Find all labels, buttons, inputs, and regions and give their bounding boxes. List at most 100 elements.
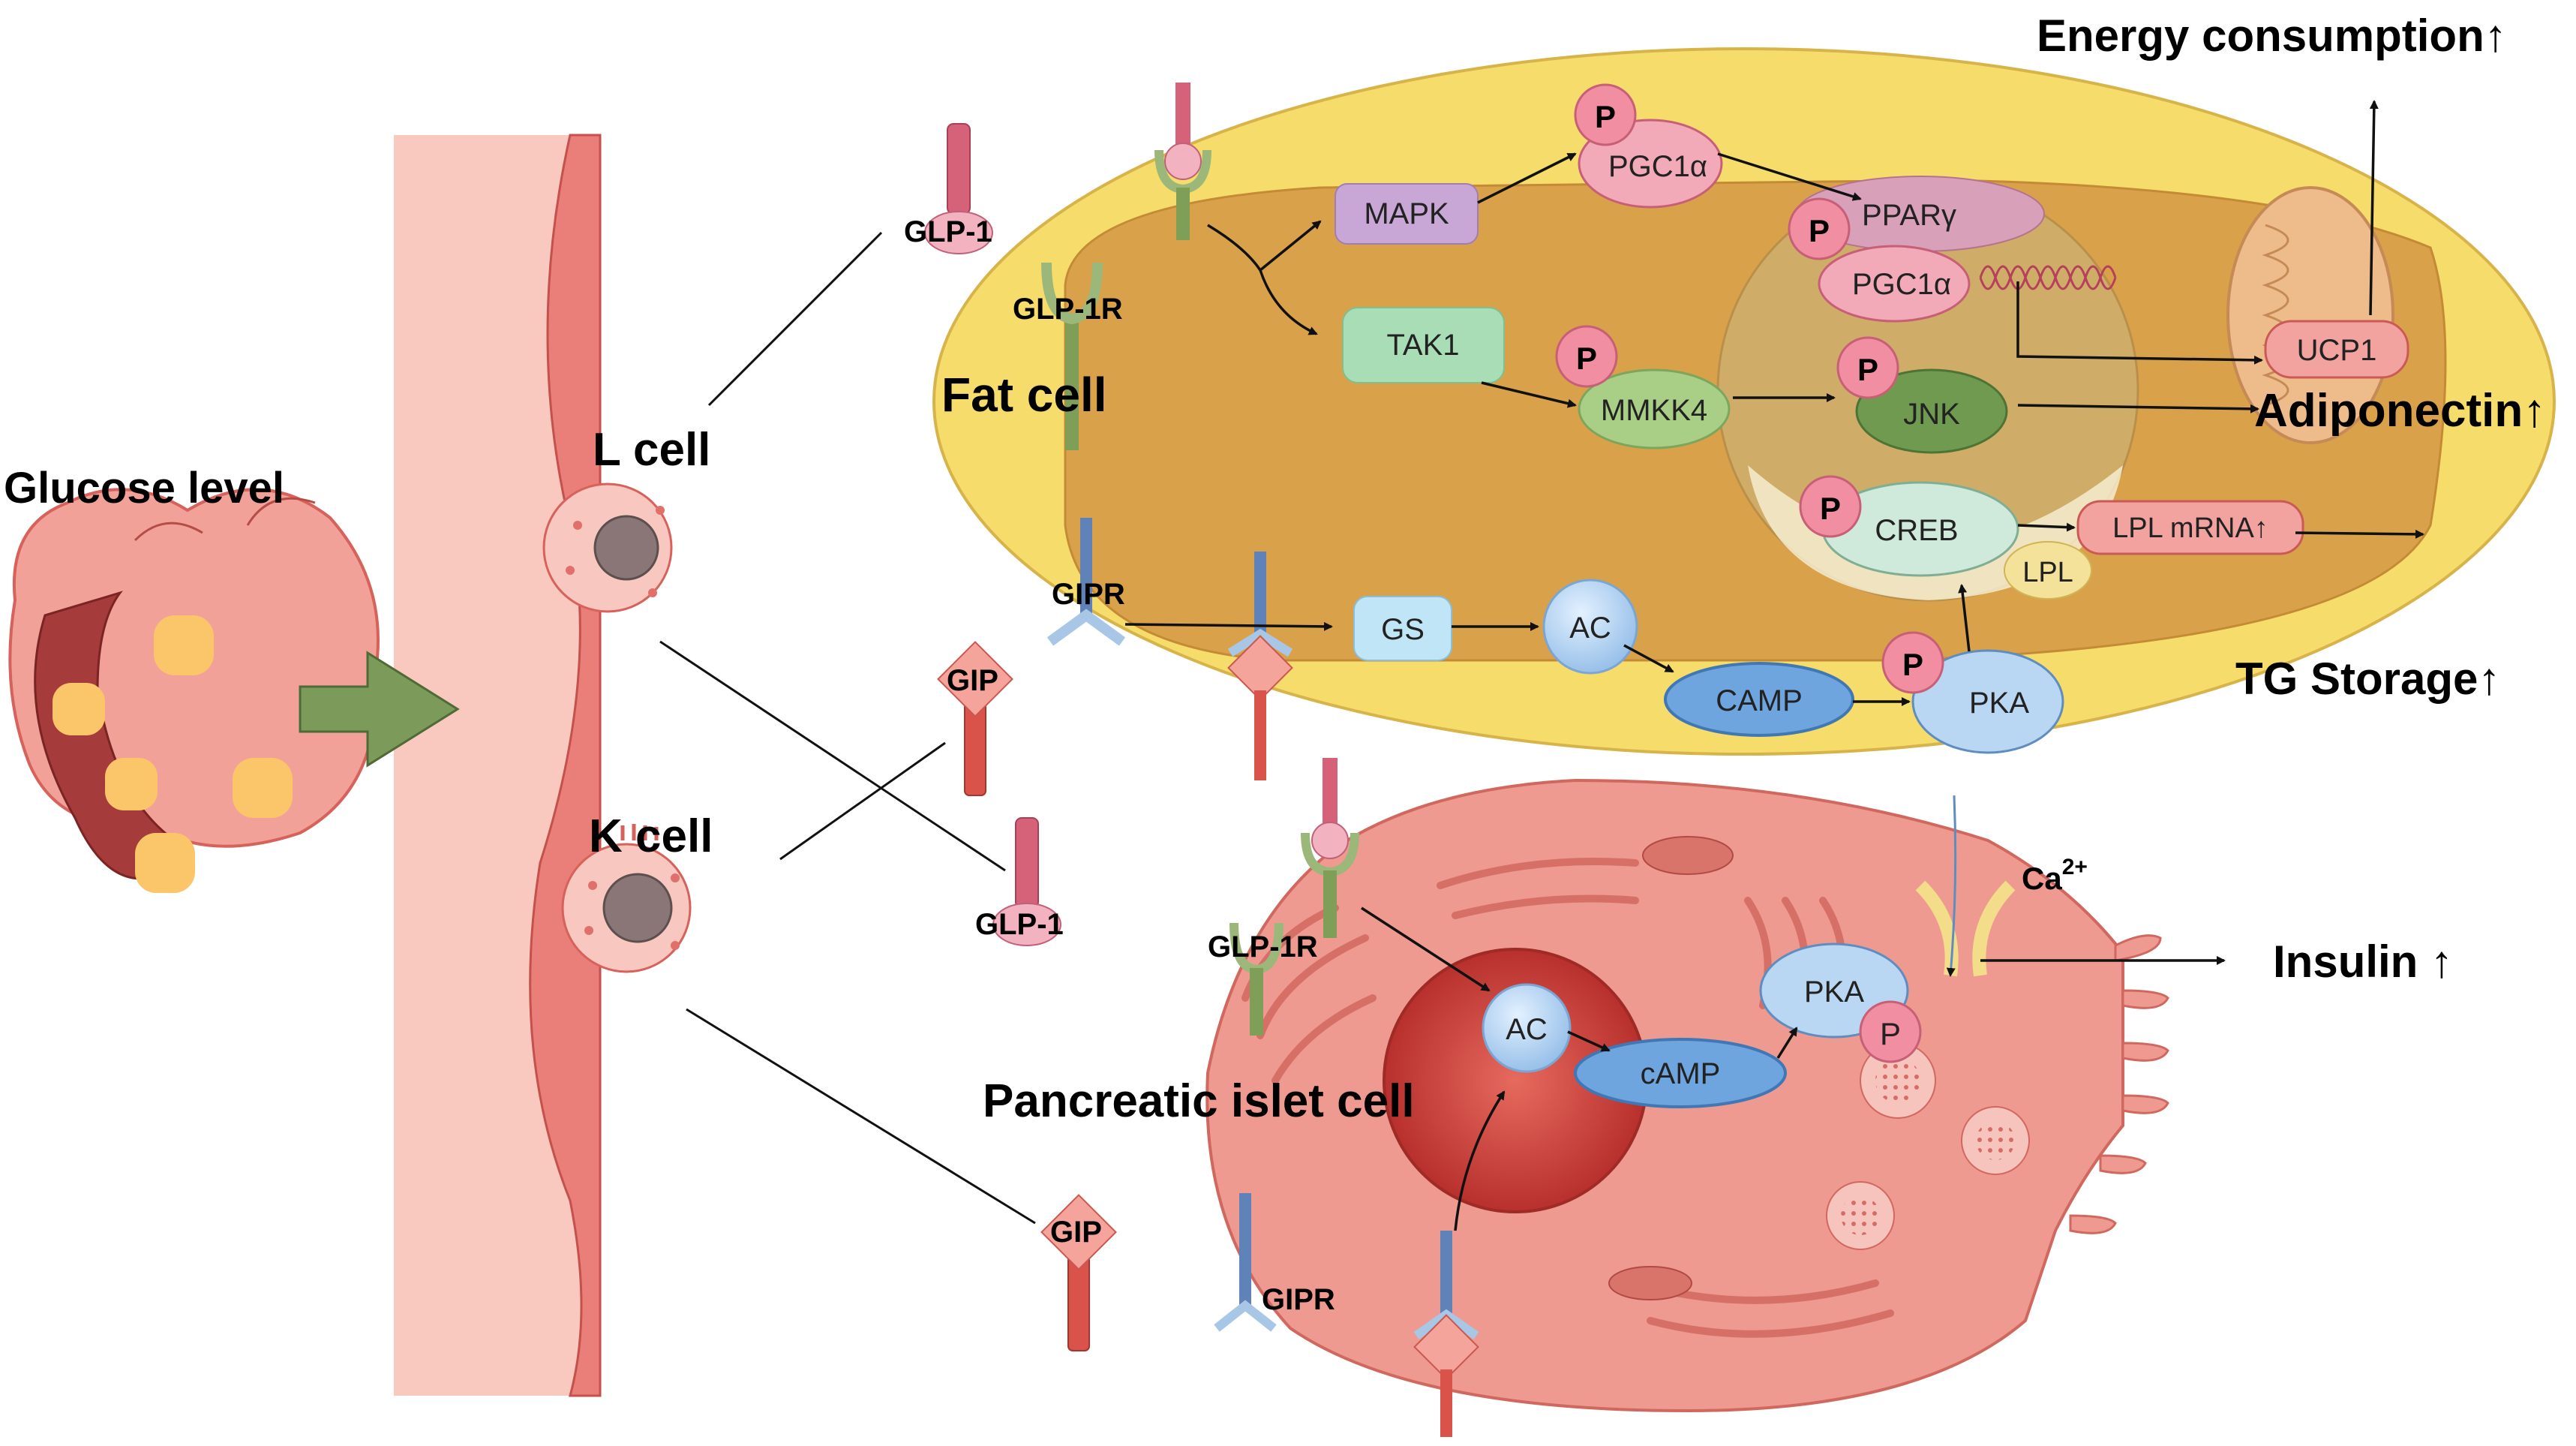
phospho-badge (1799, 475, 1862, 538)
gipr-islet-receptor (1214, 1193, 1277, 1332)
lpl-mrna-node (2076, 500, 2304, 555)
gs-node (1353, 596, 1452, 661)
glp1r-islet-label: GLP-1R (1208, 930, 1318, 963)
tg-storage-label: TG Storage↑ (2235, 654, 2500, 704)
mitochondrion-icon (2226, 186, 2394, 444)
fat-cell-arrows (1124, 100, 2424, 706)
gipr-fat-receptor (1046, 518, 1126, 646)
phospho-badge (1859, 1000, 1922, 1063)
glucose-molecule-icon (154, 615, 214, 675)
gip-top-label: GIP (947, 664, 998, 697)
ucp1-label: UCP1 (2297, 334, 2377, 367)
phospho-label: P (1880, 1016, 1901, 1051)
phospho-label: P (1809, 213, 1830, 248)
mmkk4-label: MMKK4 (1601, 394, 1707, 427)
glucose-molecule-icon (53, 683, 105, 735)
calcium-label: Ca2+ (2022, 855, 2088, 896)
lpl-label: LPL (2022, 557, 2073, 588)
fat-cell-label: Fat cell (941, 368, 1107, 422)
intestinal-epithelium (529, 134, 602, 1397)
creb-label: CREB (1875, 514, 1958, 547)
pgc1a-nucleus-label: PGC1α (1852, 268, 1951, 301)
energy-consumption-label: Energy consumption↑ (2037, 11, 2507, 61)
tak1-label: TAK1 (1386, 329, 1459, 362)
glucose-organ (8, 488, 380, 893)
glucose-to-intestine-arrow (299, 651, 460, 768)
glp1-top-label: GLP-1 (904, 215, 992, 248)
secretory-vesicles (1826, 1042, 2030, 1250)
gs-label: GS (1381, 613, 1425, 646)
gipr-fat-bound (1227, 552, 1293, 780)
phospho-badge (1574, 83, 1637, 146)
glp1r-fat-bound (1154, 83, 1211, 240)
ac-islet-label: AC (1506, 1013, 1548, 1046)
glp1-bottom-icon (992, 817, 1061, 946)
glp1r-fat-receptor (1041, 262, 1103, 450)
mapk-node (1335, 183, 1479, 245)
ucp1-node (2264, 320, 2409, 379)
camp-islet-node (1574, 1038, 1787, 1108)
glp1r-fat-label: GLP-1R (1013, 293, 1123, 326)
islet-cell-arrows (1361, 906, 2226, 1231)
glucose-molecule-icon (233, 758, 293, 818)
glucose-molecule-icon (105, 758, 158, 810)
glucose-molecule-icon (135, 833, 195, 893)
phospho-badge (1555, 325, 1618, 388)
glp1r-islet-receptor (1229, 922, 1283, 1036)
gip-bottom-label: GIP (1050, 1216, 1102, 1249)
camp-fat-label: CAMP (1716, 684, 1803, 717)
connector-lines (659, 231, 1036, 1225)
lpl-node (2004, 541, 2092, 600)
pka-fat-label: PKA (1969, 687, 2029, 720)
mmkk4-node (1578, 368, 1731, 449)
islet-mitochondrion-icon (1642, 836, 1734, 875)
gipr-islet-bound (1413, 1231, 1479, 1437)
phospho-badge (1788, 197, 1851, 260)
adiponectin-label: Adiponectin↑ (2254, 385, 2546, 437)
k-cell (561, 824, 692, 973)
glp1r-islet-bound (1301, 758, 1359, 938)
l-cell-label: L cell (593, 424, 710, 476)
gipr-islet-label: GIPR (1262, 1283, 1335, 1316)
islet-microvilli (2069, 934, 2169, 1234)
gip-bottom-icon (1040, 1194, 1117, 1351)
phospho-badge (1836, 336, 1899, 399)
camp-islet-label: cAMP (1641, 1057, 1721, 1090)
endoplasmic-reticulum (1241, 858, 1894, 1338)
jnk-label: JNK (1903, 398, 1960, 431)
mapk-label: MAPK (1364, 197, 1449, 230)
intestine-wall (394, 134, 602, 1397)
camp-fat-node (1664, 662, 1854, 737)
ac-islet-node (1482, 983, 1572, 1073)
phospho-label: P (1857, 352, 1878, 387)
ppar-gamma-label: PPARγ (1862, 199, 1956, 232)
glucose-level-label: Glucose level (4, 464, 284, 513)
pka-fat-node (1911, 649, 2064, 754)
k-cell-label: K cell (589, 810, 713, 862)
pancreatic-islet-cell-label: Pancreatic islet cell (983, 1075, 1415, 1127)
jnk-node (1855, 368, 2008, 454)
phospho-badge (1881, 631, 1944, 694)
glp1-top-icon (924, 123, 993, 254)
dna-helix (1979, 265, 2117, 290)
calcium-channel-icon (1915, 795, 2016, 977)
l-cell (542, 483, 673, 613)
lpl-mrna-label: LPL mRNA↑ (2112, 513, 2268, 544)
gip-top-icon (937, 641, 1013, 796)
phospho-label: P (1820, 491, 1841, 526)
ac-fat-label: AC (1569, 612, 1611, 645)
gipr-fat-label: GIPR (1052, 578, 1125, 611)
insulin-label: Insulin ↑ (2273, 936, 2453, 987)
islet-mitochondrion-icon (1608, 1266, 1692, 1300)
phospho-label: P (1595, 99, 1616, 134)
calcium-label-base: Ca (2022, 861, 2062, 896)
tak1-node (1342, 307, 1505, 383)
phospho-label: P (1902, 647, 1923, 682)
glp1-bottom-label: GLP-1 (975, 908, 1064, 941)
phospho-label: P (1576, 341, 1597, 376)
calcium-label-superscript: 2+ (2062, 855, 2088, 879)
pka-islet-label: PKA (1804, 976, 1864, 1009)
pgc1a-top-label: PGC1α (1608, 150, 1707, 183)
